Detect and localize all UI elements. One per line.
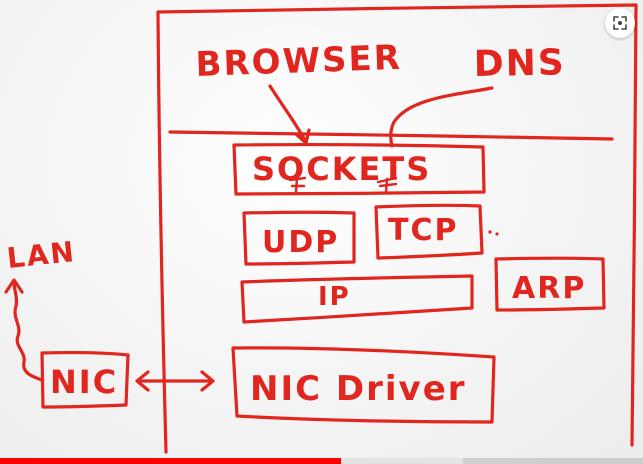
socket-mark-left xyxy=(288,176,307,194)
progress-played xyxy=(0,458,341,464)
lan-connection-line xyxy=(4,278,44,382)
ip-box xyxy=(240,274,474,324)
socket-mark-right xyxy=(376,176,398,194)
sockets-label: SOCKETS xyxy=(252,150,431,188)
browser-to-sockets-arrow xyxy=(268,84,311,145)
nic-driver-box xyxy=(231,346,496,424)
expand-icon xyxy=(613,16,627,30)
user-kernel-divider xyxy=(168,130,614,141)
arp-box xyxy=(494,256,606,312)
video-progress-bar[interactable] xyxy=(0,458,643,464)
dns-label: DNS xyxy=(473,42,566,85)
udp-label: UDP xyxy=(262,225,339,260)
nic-driver-label: NIC Driver xyxy=(250,369,467,409)
udp-box xyxy=(242,210,356,266)
ip-label: IP xyxy=(318,282,351,312)
tcp-trailing-dot-1 xyxy=(488,230,492,234)
tcp-box xyxy=(374,203,484,260)
tcp-trailing-dot-2 xyxy=(495,232,499,236)
dns-to-sockets-line xyxy=(389,86,494,148)
os-boundary-box xyxy=(156,3,638,454)
nic-driver-link-arrow xyxy=(135,370,215,392)
tcp-label: TCP xyxy=(388,213,458,248)
nic-box xyxy=(40,351,130,409)
lan-label: LAN xyxy=(5,235,77,275)
browser-label: BROWSER xyxy=(195,38,403,85)
sockets-box xyxy=(232,143,486,196)
nic-label: NIC xyxy=(50,363,118,401)
arp-label: ARP xyxy=(512,271,586,306)
expand-button[interactable] xyxy=(605,8,635,38)
